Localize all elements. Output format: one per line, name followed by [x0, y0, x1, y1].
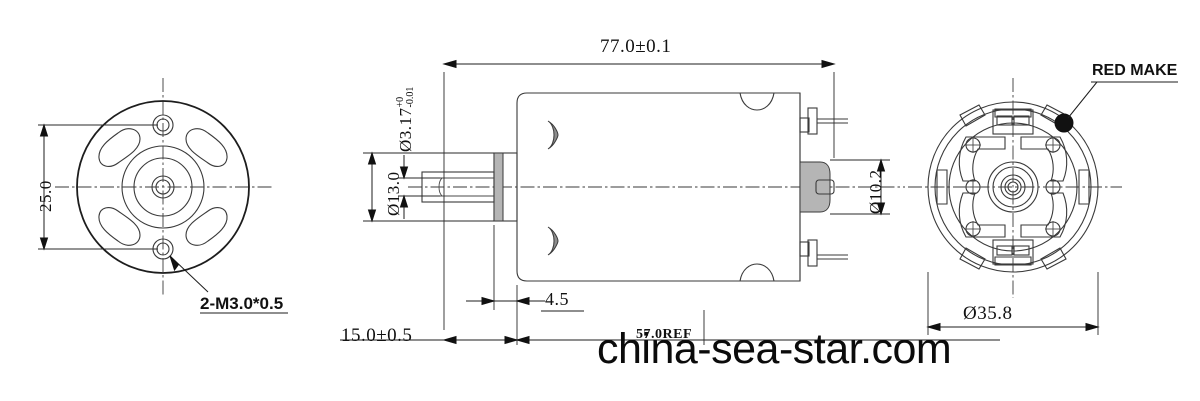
dim45-arrow-right [515, 296, 530, 306]
thread-callout-arrow [169, 255, 180, 272]
front-dim-arrow-top [39, 123, 49, 137]
red-mark-dot [1054, 113, 1074, 133]
terminal-bottom [799, 239, 848, 267]
front-dim-arrow-bottom [39, 237, 49, 251]
rear-outer-circle [927, 101, 1099, 273]
dim130-arrow-top [367, 151, 377, 165]
rear-bearing-outer [1000, 174, 1026, 200]
dim57-arrow-left [515, 335, 530, 345]
motor-body-top-notch [739, 92, 775, 111]
body-crescent-top [547, 120, 559, 150]
side-section-view [340, 59, 1000, 345]
dim-label-body-ref-length: 57.0REF [636, 327, 692, 342]
front-vent-slot-top-left [98, 128, 141, 167]
shaft-groove [438, 177, 443, 197]
rear-cross-holes [965, 137, 1061, 237]
terminal-top-post [807, 107, 818, 135]
dim-tolerance-lower: -0.01 [405, 86, 417, 108]
front-hub-outer-circle [121, 145, 205, 229]
thread-callout-text: 2-M3.0*0.5 [200, 294, 284, 313]
body-crescent-bottom [547, 226, 559, 256]
watermark-text: china-sea-star.com [597, 325, 952, 373]
annotation-thread-callout: 2-M3.0*0.5 [200, 294, 283, 314]
dim317-arrow-bottom [399, 194, 409, 208]
rear-shaft-hole [1007, 181, 1019, 193]
rear-tab-bottom [994, 256, 1032, 266]
rear-terminal-top-body [992, 109, 1034, 135]
rear-tab-left [936, 169, 948, 205]
dim102-arrow-bottom [876, 202, 886, 216]
front-shaft-circle-outer [151, 175, 175, 199]
rear-face-view [908, 78, 1178, 335]
rear-terminal-bottom-body [992, 239, 1034, 265]
front-vent-slot-bottom-left [98, 207, 141, 246]
dim150-arrow-right [442, 335, 457, 345]
dim358-arrow-left [926, 322, 941, 332]
dim102-arrow-top [876, 158, 886, 172]
dim-label-body-dia: Ø35.8 [963, 303, 1013, 324]
dim-label-boss-length: 4.5 [545, 289, 569, 309]
motor-body-outline [516, 92, 801, 282]
motor-body-bottom-notch [739, 263, 775, 282]
rear-tab-right [1078, 169, 1090, 205]
rear-hub-outer [987, 161, 1039, 213]
dim130-arrow-bottom [367, 209, 377, 223]
front-boss-flange [493, 152, 504, 222]
rear-terminal-top-pin-left [996, 115, 1013, 126]
rear-endcap-circle [948, 122, 1078, 252]
dim358-arrow-right [1085, 322, 1100, 332]
dim317-arrow-top [399, 166, 409, 180]
dim45-arrow-left [481, 296, 496, 306]
rear-tab-bl [959, 247, 986, 270]
terminal-top-base [799, 117, 810, 133]
front-vent-slot-bottom-right [185, 207, 228, 246]
rear-boss-tip [815, 179, 835, 195]
front-outer-circle [76, 100, 250, 274]
dim-label-overall-length: 77.0±0.1 [600, 36, 672, 57]
rear-tab-br [1040, 247, 1067, 270]
rear-terminal-bottom-pin-right [1013, 245, 1030, 256]
dim-label-height-25: 25.0 [36, 180, 55, 212]
rear-terminal-bottom [992, 239, 1034, 265]
front-hub-inner-circle [133, 157, 193, 217]
terminal-top [799, 107, 848, 135]
dim-label-boss-dia: Ø13.0 [384, 171, 403, 216]
dim77-arrow-left [442, 59, 457, 69]
dim150-arrow-left-inner [504, 335, 519, 345]
dim-label-rear-boss-dia: Ø10.2 [866, 169, 885, 214]
front-shaft-circle-inner [155, 179, 171, 195]
dim-tolerance-shaft: +0-0.01 [395, 86, 417, 108]
front-face-view [38, 78, 288, 314]
rear-terminal-top-pin-right [1013, 115, 1030, 126]
terminal-bottom-base [799, 241, 810, 257]
front-vent-slots [98, 128, 228, 246]
dim-label-shaft-length: 15.0±0.5 [341, 325, 413, 346]
shaft-body [421, 171, 495, 203]
dim-label-shaft-dia-group: Ø3.17+0-0.01 [395, 86, 418, 152]
rear-tab-top [994, 108, 1032, 118]
dim77-arrow-right [821, 59, 836, 69]
rear-hub-mid [992, 166, 1034, 208]
front-vent-slot-top-right [185, 128, 228, 167]
rear-bearing-inner [1004, 178, 1022, 196]
dim-label-shaft-dia: Ø3.17 [396, 107, 415, 152]
rear-terminal-top [992, 109, 1034, 135]
rear-shell-tabs [936, 104, 1090, 270]
rear-tab-tl [959, 104, 986, 127]
rear-boss [799, 161, 831, 213]
rear-terminal-bottom-pin-left [996, 245, 1013, 256]
red-mark-leader [1067, 81, 1098, 119]
terminal-bottom-post [807, 239, 818, 267]
annotation-red-mark: RED MAKE [1092, 62, 1178, 79]
